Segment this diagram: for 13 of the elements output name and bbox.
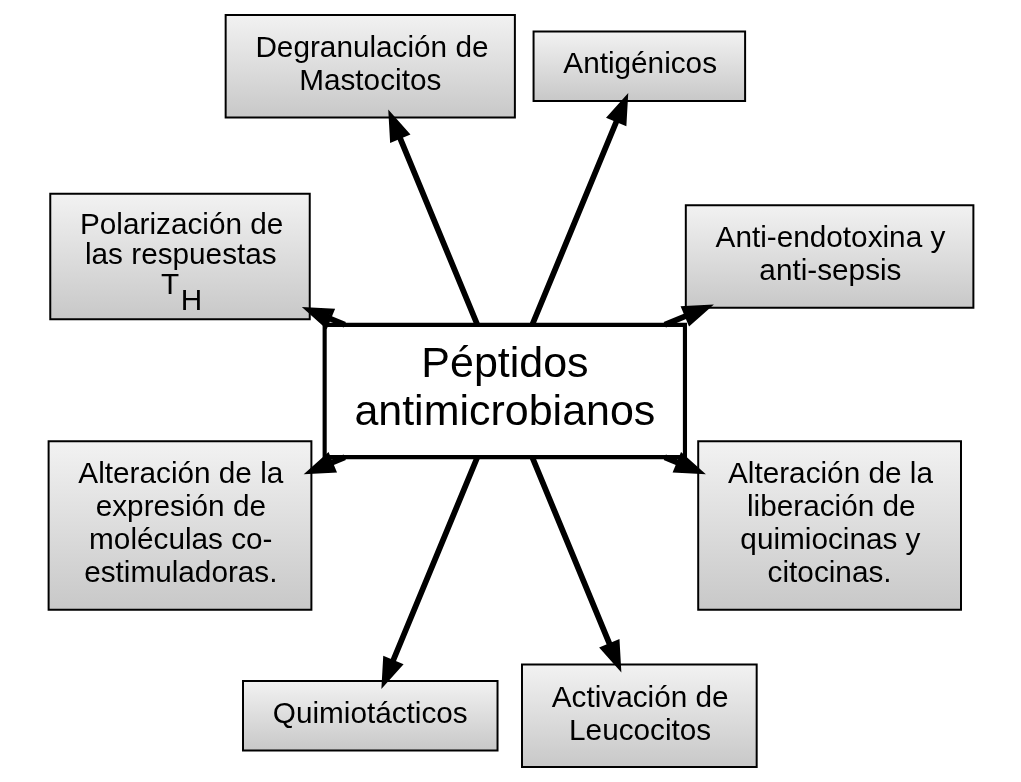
node-box: Antigénicos (532, 30, 746, 102)
arrow (663, 304, 714, 328)
node-box: Alteración de la expresión de moléculas co-estimuladoras. (47, 440, 312, 611)
node-box: Degranulación de Mastocitos (224, 14, 516, 119)
node-box: Péptidos antimicrobianos (322, 322, 687, 460)
node-box: Anti-endotoxina y anti-sepsis (684, 204, 974, 309)
arrow (380, 456, 480, 689)
node-box: Activación de Leucocitos (520, 663, 758, 768)
node-box: Alteración de la liberación de quimiocinas y citocinas. (696, 440, 962, 611)
arrow (529, 456, 621, 673)
arrow (529, 93, 628, 326)
arrow (387, 109, 480, 326)
node-box: Quimiotácticos (241, 680, 498, 752)
